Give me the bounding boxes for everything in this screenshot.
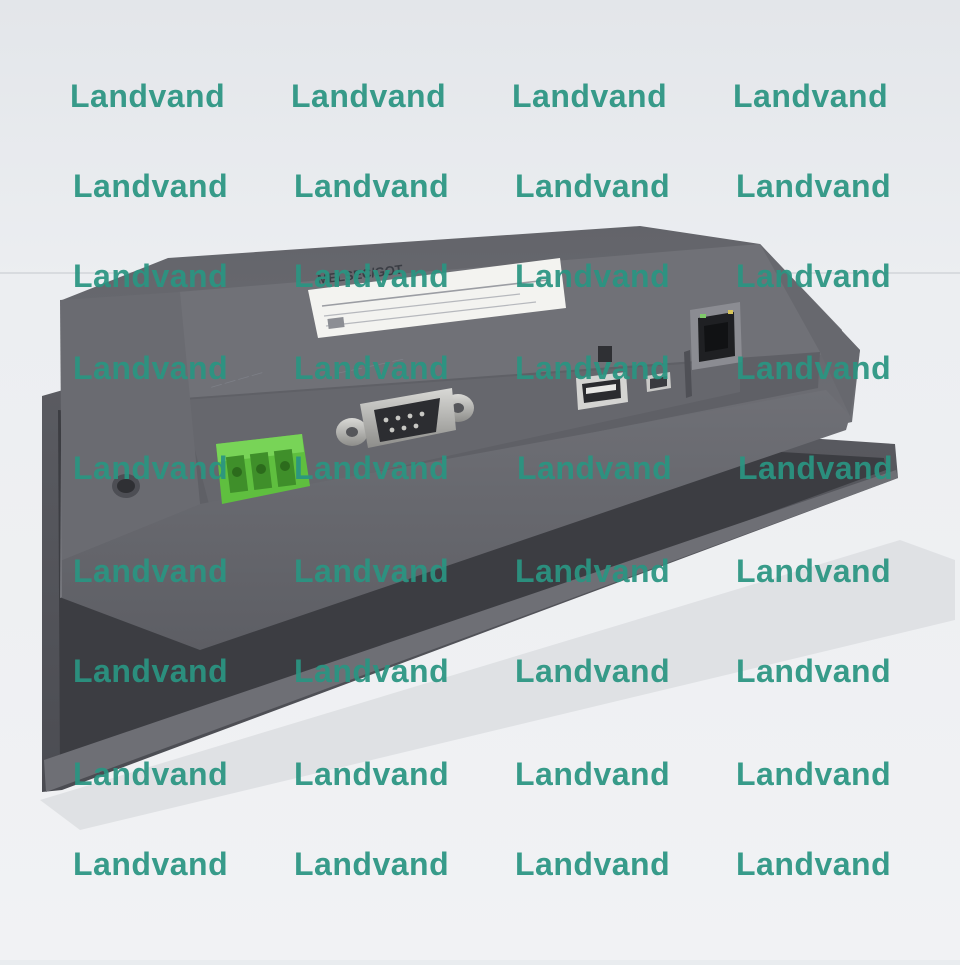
panel-divider xyxy=(684,350,692,398)
rating-label xyxy=(308,258,566,338)
db9-serial-port xyxy=(336,388,474,448)
rear-block-top xyxy=(178,244,842,398)
housing-side-right xyxy=(760,244,860,416)
link-led xyxy=(700,314,706,318)
mini-usb-port xyxy=(646,372,671,392)
dip-switch-slot xyxy=(598,346,612,362)
housing-front xyxy=(62,390,850,650)
activity-led xyxy=(728,310,733,314)
label-line xyxy=(323,293,521,317)
housing-side-left xyxy=(60,292,200,560)
device-shadow xyxy=(40,540,955,830)
mounting-hole-inner xyxy=(117,479,135,493)
ethernet-port xyxy=(690,302,742,370)
power-terminal xyxy=(216,434,310,504)
certification-mark xyxy=(327,317,345,329)
label-line xyxy=(325,301,537,327)
label-line xyxy=(321,279,549,307)
usb-a-port xyxy=(576,372,628,410)
bezel-edge xyxy=(44,470,898,792)
